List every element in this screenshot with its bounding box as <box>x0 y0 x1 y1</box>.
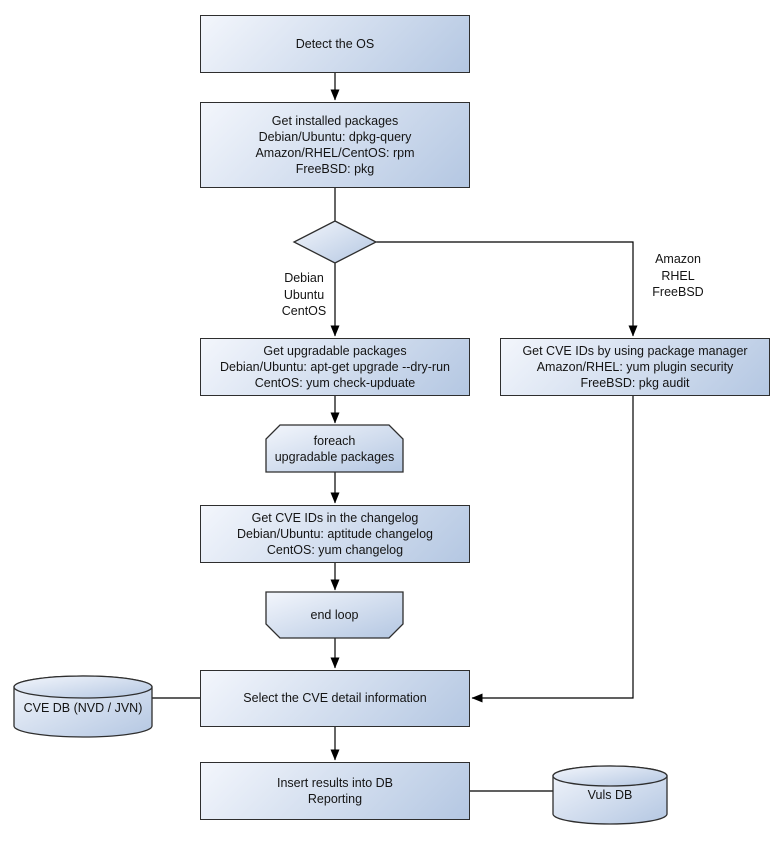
node-line: Get CVE IDs in the changelog <box>251 511 419 525</box>
os-decision-diamond <box>292 220 378 264</box>
node-line: Amazon/RHEL/CentOS: rpm <box>255 146 415 160</box>
edge-label-line: Amazon <box>655 252 701 266</box>
node-line: Get upgradable packages <box>263 344 407 358</box>
edge-label-right-branch: Amazon RHEL FreeBSD <box>634 251 722 301</box>
node-insert-results: Insert results into DB Reporting <box>200 762 470 820</box>
node-line: Get installed packages <box>271 114 399 128</box>
node-get-installed-packages: Get installed packages Debian/Ubuntu: dp… <box>200 102 470 188</box>
edge-label-line: Ubuntu <box>283 287 325 302</box>
node-line: FreeBSD: pkg audit <box>580 376 690 390</box>
node-line: end loop <box>310 608 359 622</box>
node-get-upgradable-packages: Get upgradable packages Debian/Ubuntu: a… <box>200 338 470 396</box>
node-detect-os-label: Detect the OS <box>295 36 375 51</box>
node-line: foreach <box>313 433 356 448</box>
cve-db-cylinder <box>13 675 153 738</box>
node-line: CVE DB (NVD / JVN) <box>23 701 143 715</box>
node-select-cve-detail-label: Select the CVE detail information <box>243 691 427 706</box>
node-line: Debian/Ubuntu: aptitude changelog <box>237 527 433 541</box>
edge-label-line: FreeBSD <box>652 285 704 299</box>
node-line: Reporting <box>307 792 363 806</box>
node-line: Amazon/RHEL: yum plugin security <box>536 360 734 374</box>
node-line: Get CVE IDs by using package manager <box>522 344 748 358</box>
edge-label-line: Debian <box>284 271 324 285</box>
node-line: CentOS: yum check-upduate <box>254 376 416 390</box>
node-detect-os: Detect the OS <box>200 15 470 73</box>
end-loop-label: end loop <box>266 592 403 638</box>
edge-decision-to-cve-package-manager <box>376 241 638 337</box>
node-line: Insert results into DB <box>276 775 393 790</box>
node-line: CentOS: yum changelog <box>266 543 404 557</box>
node-line: upgradable packages <box>274 449 395 464</box>
node-line: Debian/Ubuntu: apt-get upgrade --dry-run <box>220 360 450 374</box>
edge-label-line: CentOS <box>281 304 327 318</box>
cve-db-cylinder-top <box>13 675 153 699</box>
foreach-loop-label: foreach upgradable packages <box>266 425 403 472</box>
node-get-cve-ids-package-manager: Get CVE IDs by using package manager Ama… <box>500 338 770 396</box>
vuls-db-label: Vuls DB <box>553 772 667 818</box>
vuls-db-cylinder-top <box>552 765 668 787</box>
foreach-loop-shape <box>265 424 404 473</box>
node-line: Debian/Ubuntu: dpkg-query <box>258 130 412 144</box>
node-line: FreeBSD: pkg <box>295 162 375 176</box>
node-get-cve-ids-changelog: Get CVE IDs in the changelog Debian/Ubun… <box>200 505 470 563</box>
vuls-db-cylinder <box>552 765 668 825</box>
edge-label-line: RHEL <box>661 268 695 283</box>
edge-label-left-branch: Debian Ubuntu CentOS <box>276 270 332 320</box>
cve-db-label: CVE DB (NVD / JVN) <box>14 684 152 732</box>
node-line: Vuls DB <box>587 788 633 802</box>
end-loop-shape <box>265 591 404 639</box>
edge-cve-package-manager-to-select <box>471 396 634 703</box>
node-select-cve-detail: Select the CVE detail information <box>200 670 470 727</box>
